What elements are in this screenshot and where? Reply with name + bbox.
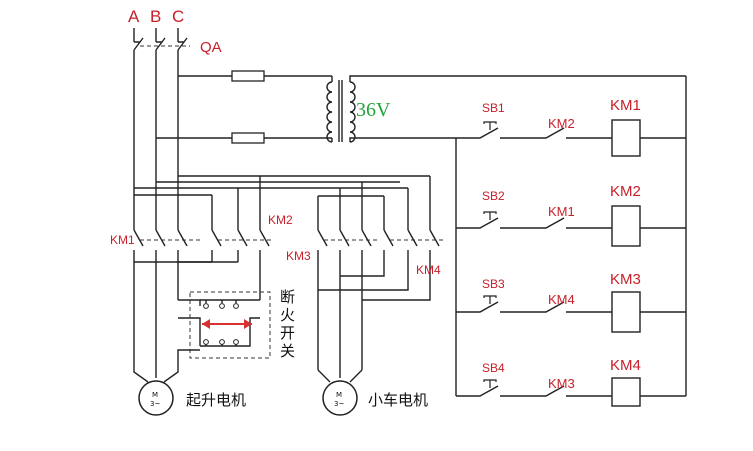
breaker-label: QA — [200, 39, 222, 56]
fire-break-switch — [178, 291, 271, 359]
transformer-symbol — [326, 75, 686, 143]
sb2-label: SB2 — [482, 189, 505, 203]
km2-power-label: KM2 — [268, 213, 293, 227]
km3-power-label: KM3 — [286, 249, 311, 263]
coil-km4-label: KM4 — [610, 357, 641, 374]
control-rung-1 — [456, 119, 686, 157]
control-circuit-rails — [455, 76, 687, 396]
fuse-upper — [231, 70, 265, 82]
hoist-motor-symbol-top: M — [152, 391, 158, 399]
switch-label-line-3: 开 — [280, 324, 295, 342]
switch-label-line-1: 断 — [280, 288, 295, 306]
hoist-motor-label: 起升电机 — [186, 391, 246, 409]
hoist-contactor-contacts — [133, 176, 272, 340]
sb4-label: SB4 — [482, 361, 505, 375]
power-bus-lines — [133, 62, 430, 230]
sb1-label: SB1 — [482, 101, 505, 115]
trolley-motor-symbol-bottom: 3~ — [334, 400, 344, 408]
rung1-interlock-label: KM2 — [548, 116, 575, 131]
trolley-motor-label: 小车电机 — [368, 391, 428, 409]
control-rung-4 — [456, 377, 686, 407]
trolley-motor: M 3~ — [322, 380, 358, 416]
coil-km2-label: KM2 — [610, 183, 641, 200]
transformer-voltage-label: 36V — [356, 99, 391, 121]
coil-km1-label: KM1 — [610, 97, 641, 114]
rung3-interlock-label: KM4 — [548, 292, 575, 307]
transformer-feed — [156, 70, 332, 144]
control-rung-3 — [456, 291, 686, 333]
fuse-lower — [231, 132, 265, 144]
phase-label-b: B — [150, 7, 161, 26]
hoist-motor-wiring — [133, 318, 200, 383]
phase-label-a: A — [128, 7, 140, 26]
rung2-interlock-label: KM1 — [548, 204, 575, 219]
km1-power-label: KM1 — [110, 233, 135, 247]
sb3-label: SB3 — [482, 277, 505, 291]
control-rung-2 — [456, 205, 686, 247]
switch-label-line-4: 关 — [280, 342, 295, 360]
rung4-interlock-label: KM3 — [548, 376, 575, 391]
switch-label-line-2: 火 — [280, 306, 295, 324]
main-breaker-symbol — [133, 28, 190, 62]
trolley-contactor-contacts — [317, 176, 444, 383]
trolley-motor-symbol-top: M — [336, 391, 342, 399]
hoist-motor-symbol-bottom: 3~ — [150, 400, 160, 408]
phase-label-c: C — [172, 7, 184, 26]
km4-power-label: KM4 — [416, 263, 441, 277]
coil-km3-label: KM3 — [610, 271, 641, 288]
hoist-motor: M 3~ — [138, 380, 174, 416]
